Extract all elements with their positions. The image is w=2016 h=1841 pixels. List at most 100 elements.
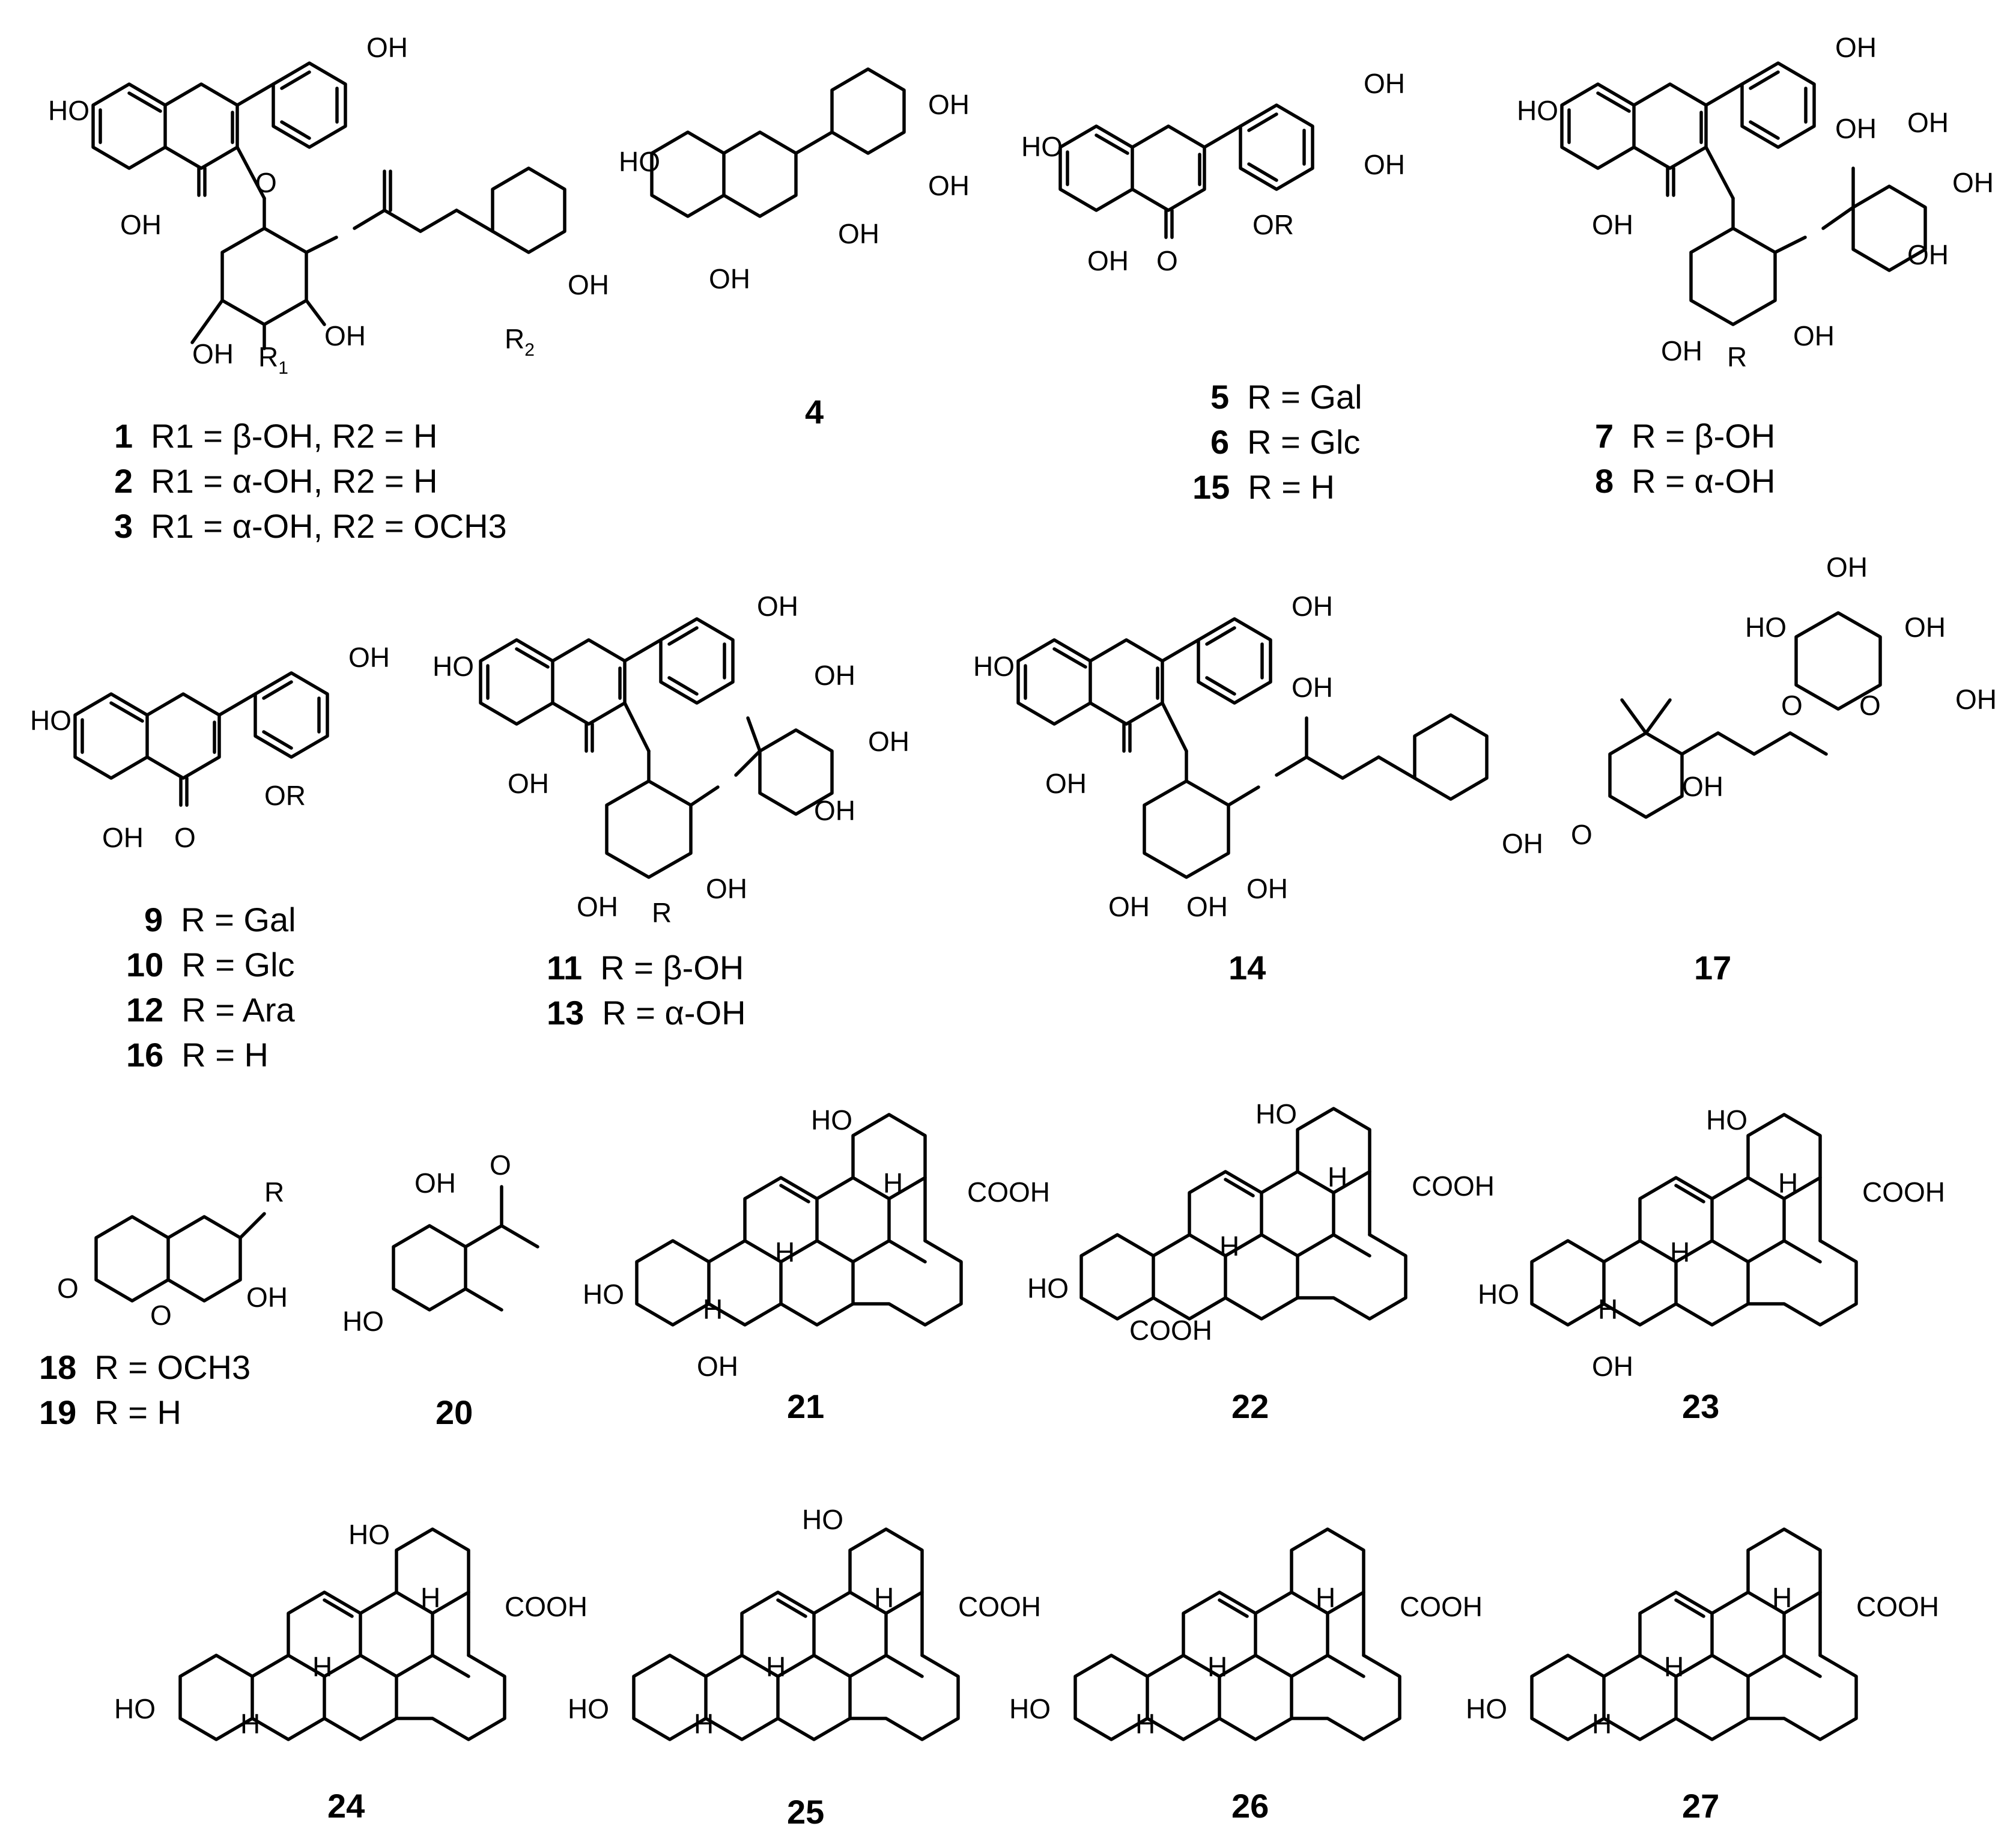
atom-label: HO: [433, 651, 474, 682]
atom-label: H: [1207, 1651, 1227, 1682]
atom-label: OH: [1682, 771, 1723, 802]
atom-label: OH: [1952, 167, 1994, 198]
compound-number: 9: [144, 901, 163, 939]
atom-label: OH: [102, 822, 144, 853]
atom-label: OH: [757, 591, 798, 622]
atom-label: OH: [1246, 873, 1288, 904]
atom-label: OH: [1502, 828, 1543, 859]
atom-label: H: [1219, 1231, 1239, 1262]
compound-number: 6: [1210, 423, 1229, 461]
atom-label: R: [264, 1176, 284, 1208]
atom-label: HO: [1021, 131, 1063, 162]
atom-label: HO: [1027, 1273, 1069, 1304]
compound-number: 7: [1595, 417, 1614, 455]
atom-label: OH: [1364, 149, 1405, 180]
svg-text:3R1 = α-OH, R2 = OCH3: 3 R1 = α-OH, R2 = OCH3: [114, 507, 507, 545]
compound-number: 3: [114, 507, 133, 545]
atom-label: HO: [811, 1104, 852, 1136]
atom-label: HO: [1517, 95, 1558, 126]
atom-label: OH: [928, 170, 970, 201]
atom-label: HO: [348, 1519, 390, 1550]
atom-label: H: [703, 1294, 723, 1325]
compound-number: 5: [1210, 378, 1229, 416]
atom-label: OH: [568, 269, 609, 300]
structure-21: HO OH HO COOH H H H 21: [583, 1104, 1050, 1425]
compound-number: 13: [547, 994, 584, 1032]
atom-label: HO: [1706, 1104, 1747, 1136]
atom-label: H: [775, 1237, 795, 1268]
structure-27: HO COOH H H H 27: [1466, 1529, 1939, 1825]
atom-label: OH: [324, 320, 366, 351]
caption-text: R = Ara: [181, 991, 295, 1029]
atom-label: H: [240, 1708, 260, 1739]
atom-label: HO: [973, 651, 1015, 682]
atom-label: OH: [1661, 335, 1702, 367]
svg-text:7R = β-OH: 7R = β-OH: [1595, 417, 1775, 455]
atom-label: COOH: [1400, 1591, 1483, 1622]
caption-text: R = Gal: [1247, 378, 1362, 416]
atom-label: OH: [1592, 1351, 1633, 1382]
compound-number: 26: [1231, 1787, 1269, 1825]
caption-text: R = α-OH: [1632, 462, 1775, 500]
svg-text:10R = Glc: 10R = Glc: [126, 946, 295, 984]
compound-number: 21: [787, 1387, 824, 1425]
atom-label: O: [1571, 819, 1592, 850]
atom-label: OR: [264, 780, 306, 811]
compound-number: 16: [126, 1036, 163, 1074]
atom-label: H: [1772, 1582, 1792, 1613]
atom-label: O: [174, 822, 196, 853]
atom-label: HO: [802, 1504, 843, 1535]
atom-label: OH: [414, 1167, 456, 1199]
compound-number: 1: [114, 417, 133, 455]
atom-label: H: [883, 1167, 903, 1199]
atom-label: R: [1727, 341, 1747, 373]
svg-text:2R1 = α-OH, R2 = H: 2R1 = α-OH, R2 = H: [114, 462, 438, 500]
atom-label: O: [1156, 245, 1178, 276]
atom-label: OH: [1292, 591, 1333, 622]
atom-label: O: [1859, 690, 1881, 721]
atom-label: H: [1670, 1237, 1690, 1268]
atom-label: OH: [697, 1351, 738, 1382]
atom-label: H: [421, 1582, 440, 1613]
atom-label: HO: [619, 146, 660, 177]
svg-text:15R = H: 15R = H: [1192, 468, 1335, 506]
atom-label: OH: [868, 726, 909, 757]
atom-label: HO: [1466, 1693, 1507, 1724]
structure-20: OH O HO 20: [342, 1149, 539, 1431]
atom-label: O: [490, 1149, 511, 1181]
atom-label: R1: [258, 341, 288, 378]
compound-number: 20: [436, 1393, 473, 1431]
svg-text:6R = Glc: 6 R = Glc: [1210, 423, 1360, 461]
atom-label: OH: [1904, 612, 1946, 643]
atom-label: OH: [1087, 245, 1129, 276]
caption-text: R1 = α-OH, R2 = OCH3: [151, 507, 507, 545]
compound-number: 10: [126, 946, 163, 984]
atom-label: OH: [1186, 891, 1228, 922]
caption-text: R1 = α-OH, R2 = H: [151, 462, 437, 500]
atom-label: R2: [505, 323, 535, 360]
caption-text: R = Glc: [1247, 423, 1360, 461]
atom-label: OH: [1907, 107, 1949, 138]
atom-label: OH: [1835, 32, 1877, 63]
compound-number: 17: [1694, 949, 1731, 987]
svg-text:12R = Ara: 12R = Ara: [126, 991, 295, 1029]
compound-number: 14: [1228, 949, 1266, 987]
atom-label: COOH: [967, 1176, 1050, 1208]
atom-label: OH: [928, 89, 970, 120]
atom-label: OH: [709, 263, 750, 294]
compound-number: 24: [327, 1787, 365, 1825]
atom-label: OH: [577, 891, 618, 922]
structure-4: HO OH OH OH OH 4: [619, 67, 970, 431]
caption-text: R = H: [94, 1393, 181, 1431]
atom-label: HO: [583, 1279, 624, 1310]
svg-text:9R = Gal: 9R = Gal: [144, 901, 296, 939]
atom-label: R: [652, 897, 672, 928]
atom-label: OH: [1955, 684, 1997, 715]
atom-label: COOH: [1862, 1176, 1945, 1208]
